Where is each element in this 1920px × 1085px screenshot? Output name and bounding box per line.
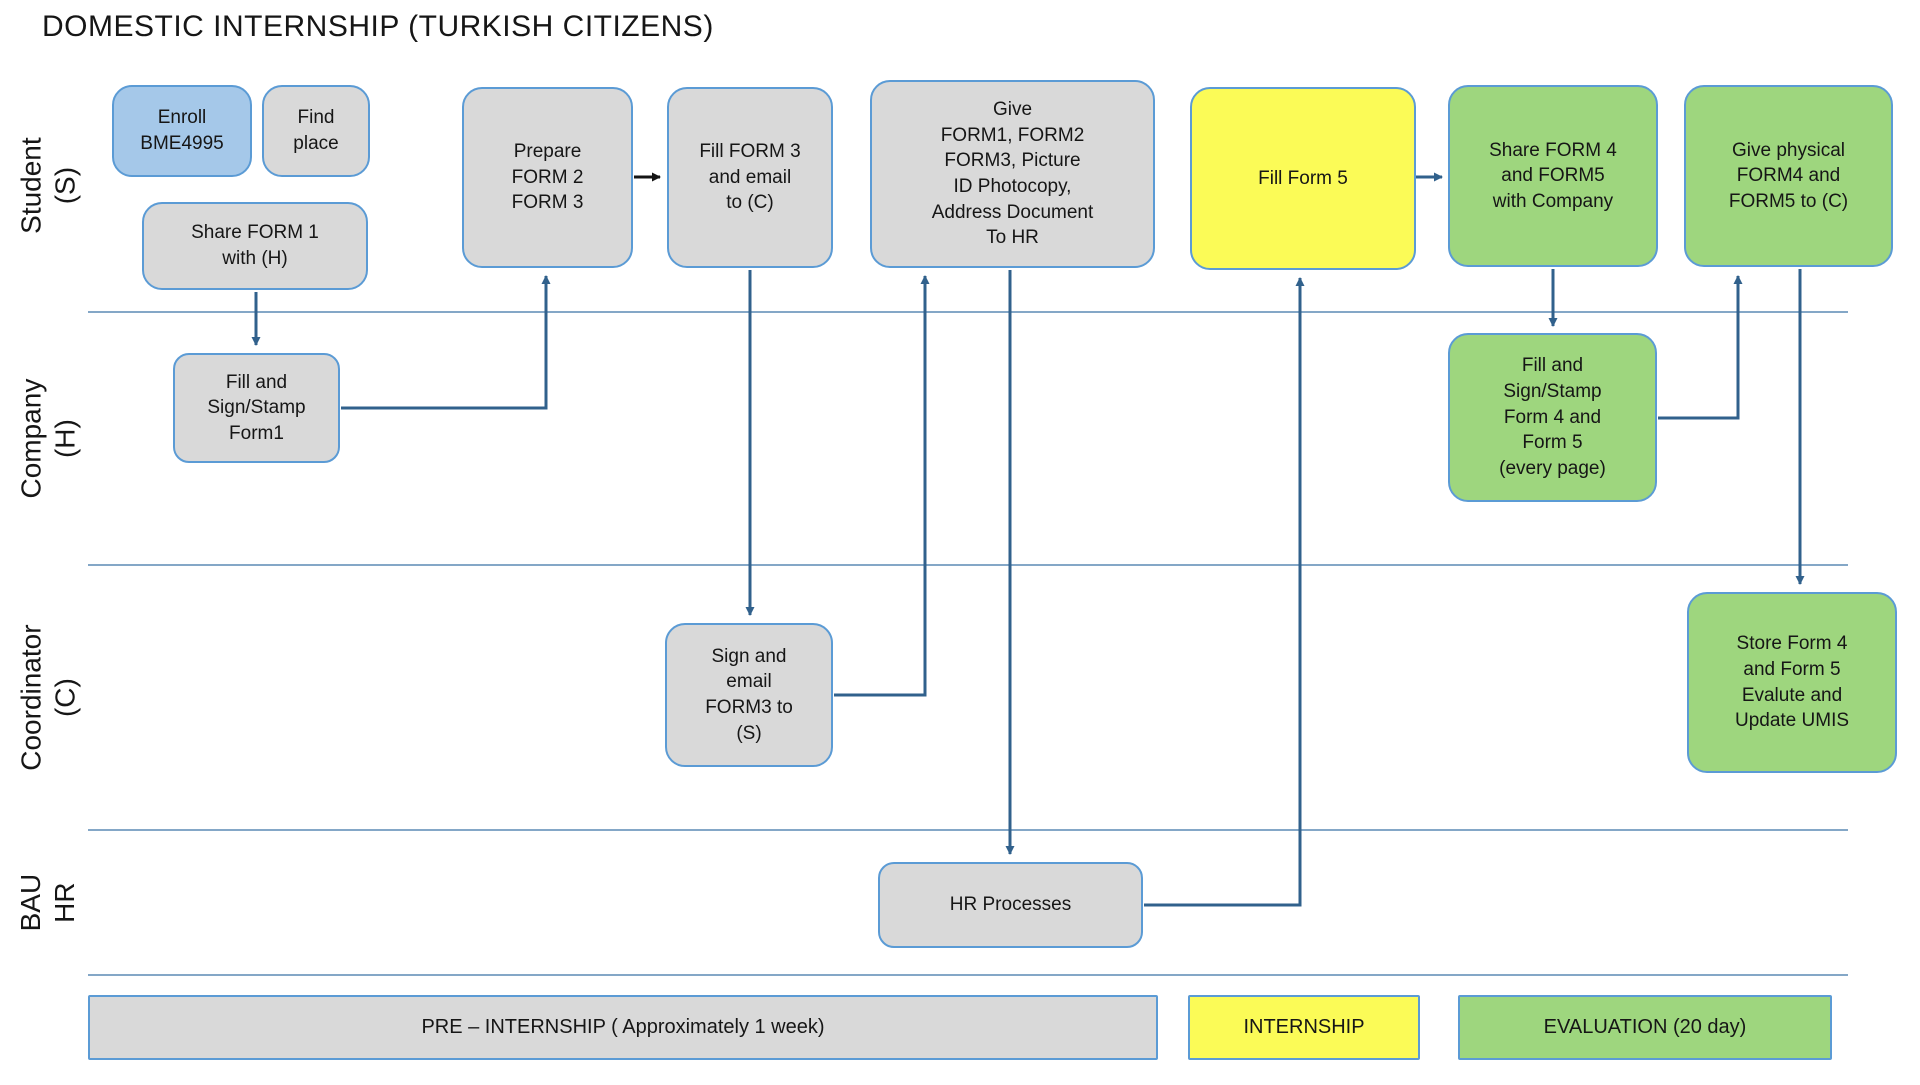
connector-hrprocesses-to-fillform5 xyxy=(1144,277,1305,907)
node-label: Share FORM 1 with (H) xyxy=(191,222,319,269)
node-label: Share FORM 4 and FORM5 with Company xyxy=(1489,139,1617,212)
node-label: Give FORM1, FORM2 FORM3, Picture ID Phot… xyxy=(931,99,1094,249)
page-title: DOMESTIC INTERNSHIP (TURKISH CITIZENS) xyxy=(42,10,714,43)
node-fill-sign-stamp-form1: Fill and Sign/Stamp Form1 xyxy=(173,353,340,463)
node-fill-form5: Fill Form 5 xyxy=(1190,87,1416,270)
node-fill-form3-email: Fill FORM 3 and email to (C) xyxy=(667,87,833,268)
node-label: Sign and email FORM3 to (S) xyxy=(705,645,793,744)
node-label: Fill FORM 3 and email to (C) xyxy=(699,141,801,214)
node-label: HR Processes xyxy=(949,894,1072,916)
node-label: Fill Form 5 xyxy=(1258,167,1348,189)
connector-fillsignform1-to-prepare xyxy=(341,275,551,410)
node-enroll-bme4995: Enroll BME4995 xyxy=(112,85,252,177)
node-label: Give physical FORM4 and FORM5 to (C) xyxy=(1728,139,1849,212)
node-label: Prepare FORM 2 FORM 3 xyxy=(511,141,584,214)
node-label: Store Form 4 and Form 5 Evalute and Upda… xyxy=(1734,633,1850,732)
timeline-label: INTERNSHIP xyxy=(1243,1016,1365,1038)
node-hr-processes: HR Processes xyxy=(878,862,1143,948)
node-give-documents-to-hr: Give FORM1, FORM2 FORM3, Picture ID Phot… xyxy=(870,80,1155,268)
node-fill-sign-stamp-form4-form5: Fill and Sign/Stamp Form 4 and Form 5 (e… xyxy=(1448,333,1657,502)
node-label: Fill and Sign/Stamp Form 4 and Form 5 (e… xyxy=(1499,355,1606,479)
node-store-form4-form5-umis: Store Form 4 and Form 5 Evalute and Upda… xyxy=(1687,592,1897,773)
timeline-internship: INTERNSHIP xyxy=(1188,995,1420,1060)
timeline-pre-internship: PRE – INTERNSHIP ( Approximately 1 week) xyxy=(88,995,1158,1060)
node-share-form1: Share FORM 1 with (H) xyxy=(142,202,368,290)
node-label: Find place xyxy=(293,107,339,154)
node-label: Enroll BME4995 xyxy=(140,107,224,154)
node-give-physical-form4-form5: Give physical FORM4 and FORM5 to (C) xyxy=(1684,85,1893,267)
node-label: Fill and Sign/Stamp Form1 xyxy=(207,371,306,444)
connector-fillsignform45-to-givephysical xyxy=(1658,275,1743,420)
node-find-place: Find place xyxy=(262,85,370,177)
timeline-label: EVALUATION (20 day) xyxy=(1543,1016,1747,1038)
timeline-evaluation: EVALUATION (20 day) xyxy=(1458,995,1832,1060)
node-share-form4-form5: Share FORM 4 and FORM5 with Company xyxy=(1448,85,1658,267)
node-prepare-form2-form3: Prepare FORM 2 FORM 3 xyxy=(462,87,633,268)
timeline-label: PRE – INTERNSHIP ( Approximately 1 week) xyxy=(421,1016,825,1038)
node-sign-email-form3: Sign and email FORM3 to (S) xyxy=(665,623,833,767)
connector-signemail-to-givedocs xyxy=(834,275,930,697)
